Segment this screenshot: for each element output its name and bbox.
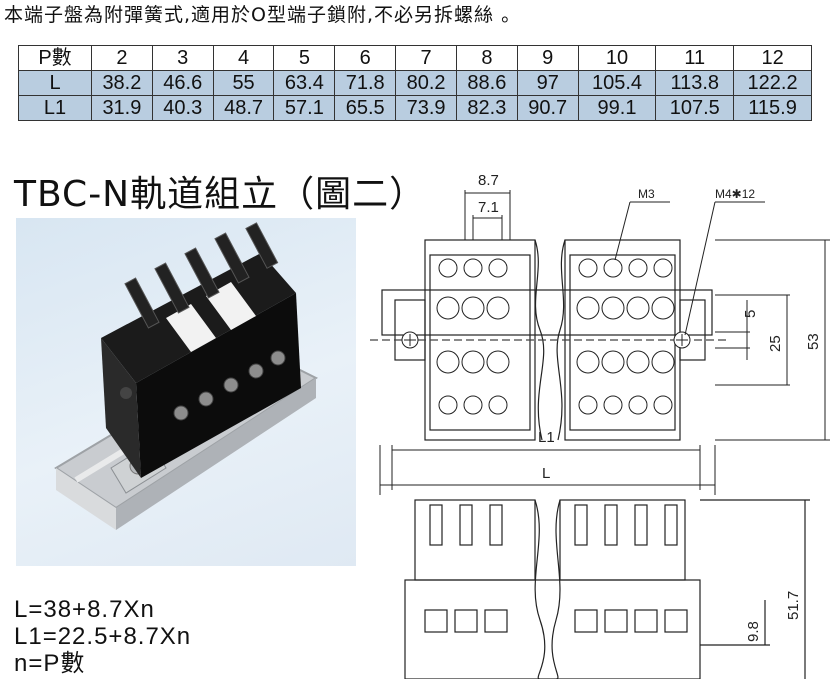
terminal-block-photo-illustration — [54, 222, 319, 530]
table-cell: 115.9 — [733, 95, 812, 121]
table-cell: 6 — [334, 45, 397, 71]
table-cell: 105.4 — [577, 70, 657, 96]
dim-9-8: 9.8 — [745, 621, 762, 642]
table-cell: 90.7 — [516, 95, 579, 121]
product-photo — [16, 218, 356, 566]
table-cell: 80.2 — [395, 70, 457, 96]
table-cell: 97 — [516, 70, 579, 96]
table-cell: 63.4 — [273, 70, 336, 96]
table-cell: 82.3 — [455, 95, 518, 121]
table-cell: 113.8 — [655, 70, 735, 96]
dim-5: 5 — [742, 310, 759, 318]
table-cell: 4 — [212, 45, 275, 71]
screw-row-2 — [436, 296, 675, 320]
technical-drawing: 8.7 7.1 M3 M4✱12 5 25 53 L1 L 51.7 9.8 — [370, 172, 830, 679]
row-label: L1 — [18, 95, 92, 121]
table-cell: 46.6 — [151, 70, 214, 96]
table-cell: 8 — [455, 45, 518, 71]
table-cell: 65.5 — [334, 95, 397, 121]
table-cell: 9 — [516, 45, 579, 71]
assembly-title: TBC-N軌道組立（圖二） — [14, 174, 427, 215]
screw-row-3 — [436, 350, 675, 374]
formula-line-3: n=P數 — [14, 650, 86, 677]
label-m4: M4✱12 — [715, 187, 755, 201]
side-view — [404, 499, 810, 679]
table-cell: 31.9 — [91, 95, 153, 121]
dim-25: 25 — [767, 335, 784, 352]
table-cell: 40.3 — [151, 95, 214, 121]
table-cell: 5 — [273, 45, 336, 71]
table-cell: 99.1 — [577, 95, 657, 121]
formula-line-1: L=38+8.7Xn — [14, 596, 155, 623]
table-cell: 48.7 — [212, 95, 275, 121]
table-cell: 107.5 — [655, 95, 735, 121]
formula-line-2: L1=22.5+8.7Xn — [14, 623, 192, 650]
intro-text: 本端子盤為附彈簧式,適用於O型端子鎖附,不必另拆螺絲 。 — [4, 4, 522, 26]
dim-L1: L1 — [538, 429, 555, 446]
dim-L: L — [542, 465, 550, 482]
table-cell: 122.2 — [733, 70, 812, 96]
table-cell: 12 — [733, 45, 812, 71]
formula-block: L=38+8.7Xn L1=22.5+8.7Xn n=P數 — [14, 596, 191, 677]
dim-51-7: 51.7 — [785, 591, 802, 620]
table-cell: 73.9 — [395, 95, 457, 121]
rail-outline-top — [381, 289, 713, 336]
dim-53: 53 — [805, 333, 822, 350]
table-cell: 3 — [151, 45, 214, 71]
table-cell: 71.8 — [334, 70, 397, 96]
table-cell: 55 — [212, 70, 275, 96]
table-cell: 2 — [91, 45, 153, 71]
table-cell: 88.6 — [455, 70, 518, 96]
row-label: P數 — [18, 45, 92, 71]
screw-row-4 — [438, 395, 673, 415]
row-label: L — [18, 70, 92, 96]
table-cell: 57.1 — [273, 95, 336, 121]
dim-inner: 7.1 — [478, 199, 499, 216]
screw-row-1 — [438, 258, 673, 278]
label-m3: M3 — [638, 187, 655, 201]
table-cell: 10 — [577, 45, 657, 71]
table-cell: 38.2 — [91, 70, 153, 96]
table-cell: 7 — [395, 45, 457, 71]
dim-pitch: 8.7 — [478, 172, 499, 189]
table-cell: 11 — [655, 45, 735, 71]
